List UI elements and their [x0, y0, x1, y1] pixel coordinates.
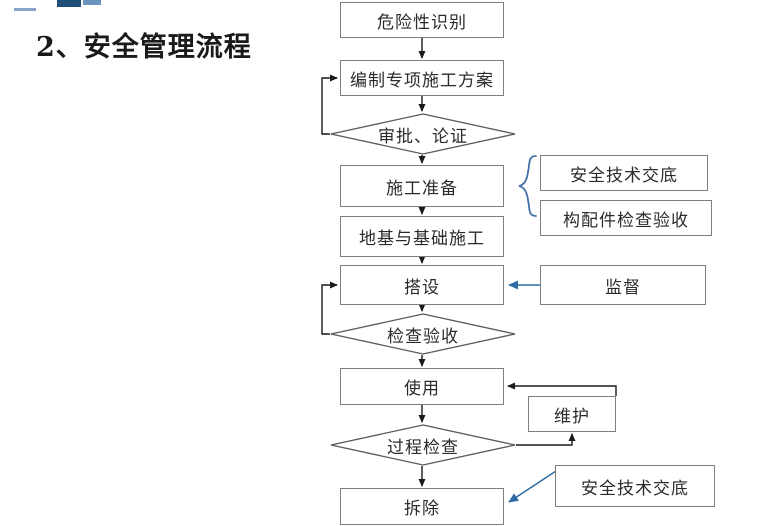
- node-process-inspection[interactable]: 过程检查: [330, 424, 516, 466]
- node-component-inspection-acceptance[interactable]: 构配件检查验收: [540, 200, 712, 236]
- decorative-block-dark: [57, 0, 81, 7]
- node-approval-demonstration[interactable]: 审批、论证: [330, 113, 516, 155]
- node-label: 使用: [404, 379, 440, 399]
- node-safety-technical-disclosure-bottom[interactable]: 安全技术交底: [555, 465, 715, 507]
- node-special-construction-plan[interactable]: 编制专项施工方案: [340, 60, 504, 96]
- node-label: 地基与基础施工: [359, 229, 485, 249]
- decorative-block-light: [83, 0, 101, 5]
- node-dismantling[interactable]: 拆除: [340, 488, 504, 525]
- node-hazard-identification[interactable]: 危险性识别: [340, 2, 504, 38]
- node-safety-technical-disclosure-top[interactable]: 安全技术交底: [540, 155, 708, 191]
- connector-disclosure-to-dismantling: [508, 470, 557, 503]
- node-inspection-acceptance[interactable]: 检查验收: [330, 313, 516, 355]
- node-maintenance[interactable]: 维护: [528, 396, 616, 432]
- node-supervision[interactable]: 监督: [540, 265, 706, 305]
- node-label: 过程检查: [387, 437, 459, 458]
- node-label: 安全技术交底: [581, 478, 689, 499]
- node-label: 审批、论证: [378, 126, 468, 147]
- decorative-dash: [14, 8, 36, 11]
- node-label: 维护: [554, 406, 590, 427]
- node-label: 拆除: [404, 499, 440, 519]
- node-label: 监督: [605, 277, 641, 298]
- node-label: 施工准备: [386, 178, 458, 199]
- preparation-brace: [518, 155, 537, 217]
- node-use[interactable]: 使用: [340, 368, 504, 405]
- connector-process-inspection-to-maintenance: [516, 433, 576, 446]
- node-label: 安全技术交底: [570, 165, 678, 186]
- diamond-shape: [330, 313, 516, 355]
- node-erection[interactable]: 搭设: [340, 265, 504, 305]
- diamond-shape: [330, 424, 516, 466]
- connector-maintenance-to-use: [507, 382, 617, 396]
- node-label: 搭设: [404, 277, 440, 298]
- node-foundation-construction[interactable]: 地基与基础施工: [340, 216, 504, 257]
- node-label: 检查验收: [387, 326, 459, 347]
- diamond-shape: [330, 113, 516, 155]
- node-label: 构配件检查验收: [563, 210, 689, 231]
- node-construction-preparation[interactable]: 施工准备: [340, 165, 504, 207]
- node-label: 编制专项施工方案: [350, 70, 494, 91]
- node-label: 危险性识别: [377, 12, 467, 33]
- section-title: 2、安全管理流程: [36, 32, 252, 63]
